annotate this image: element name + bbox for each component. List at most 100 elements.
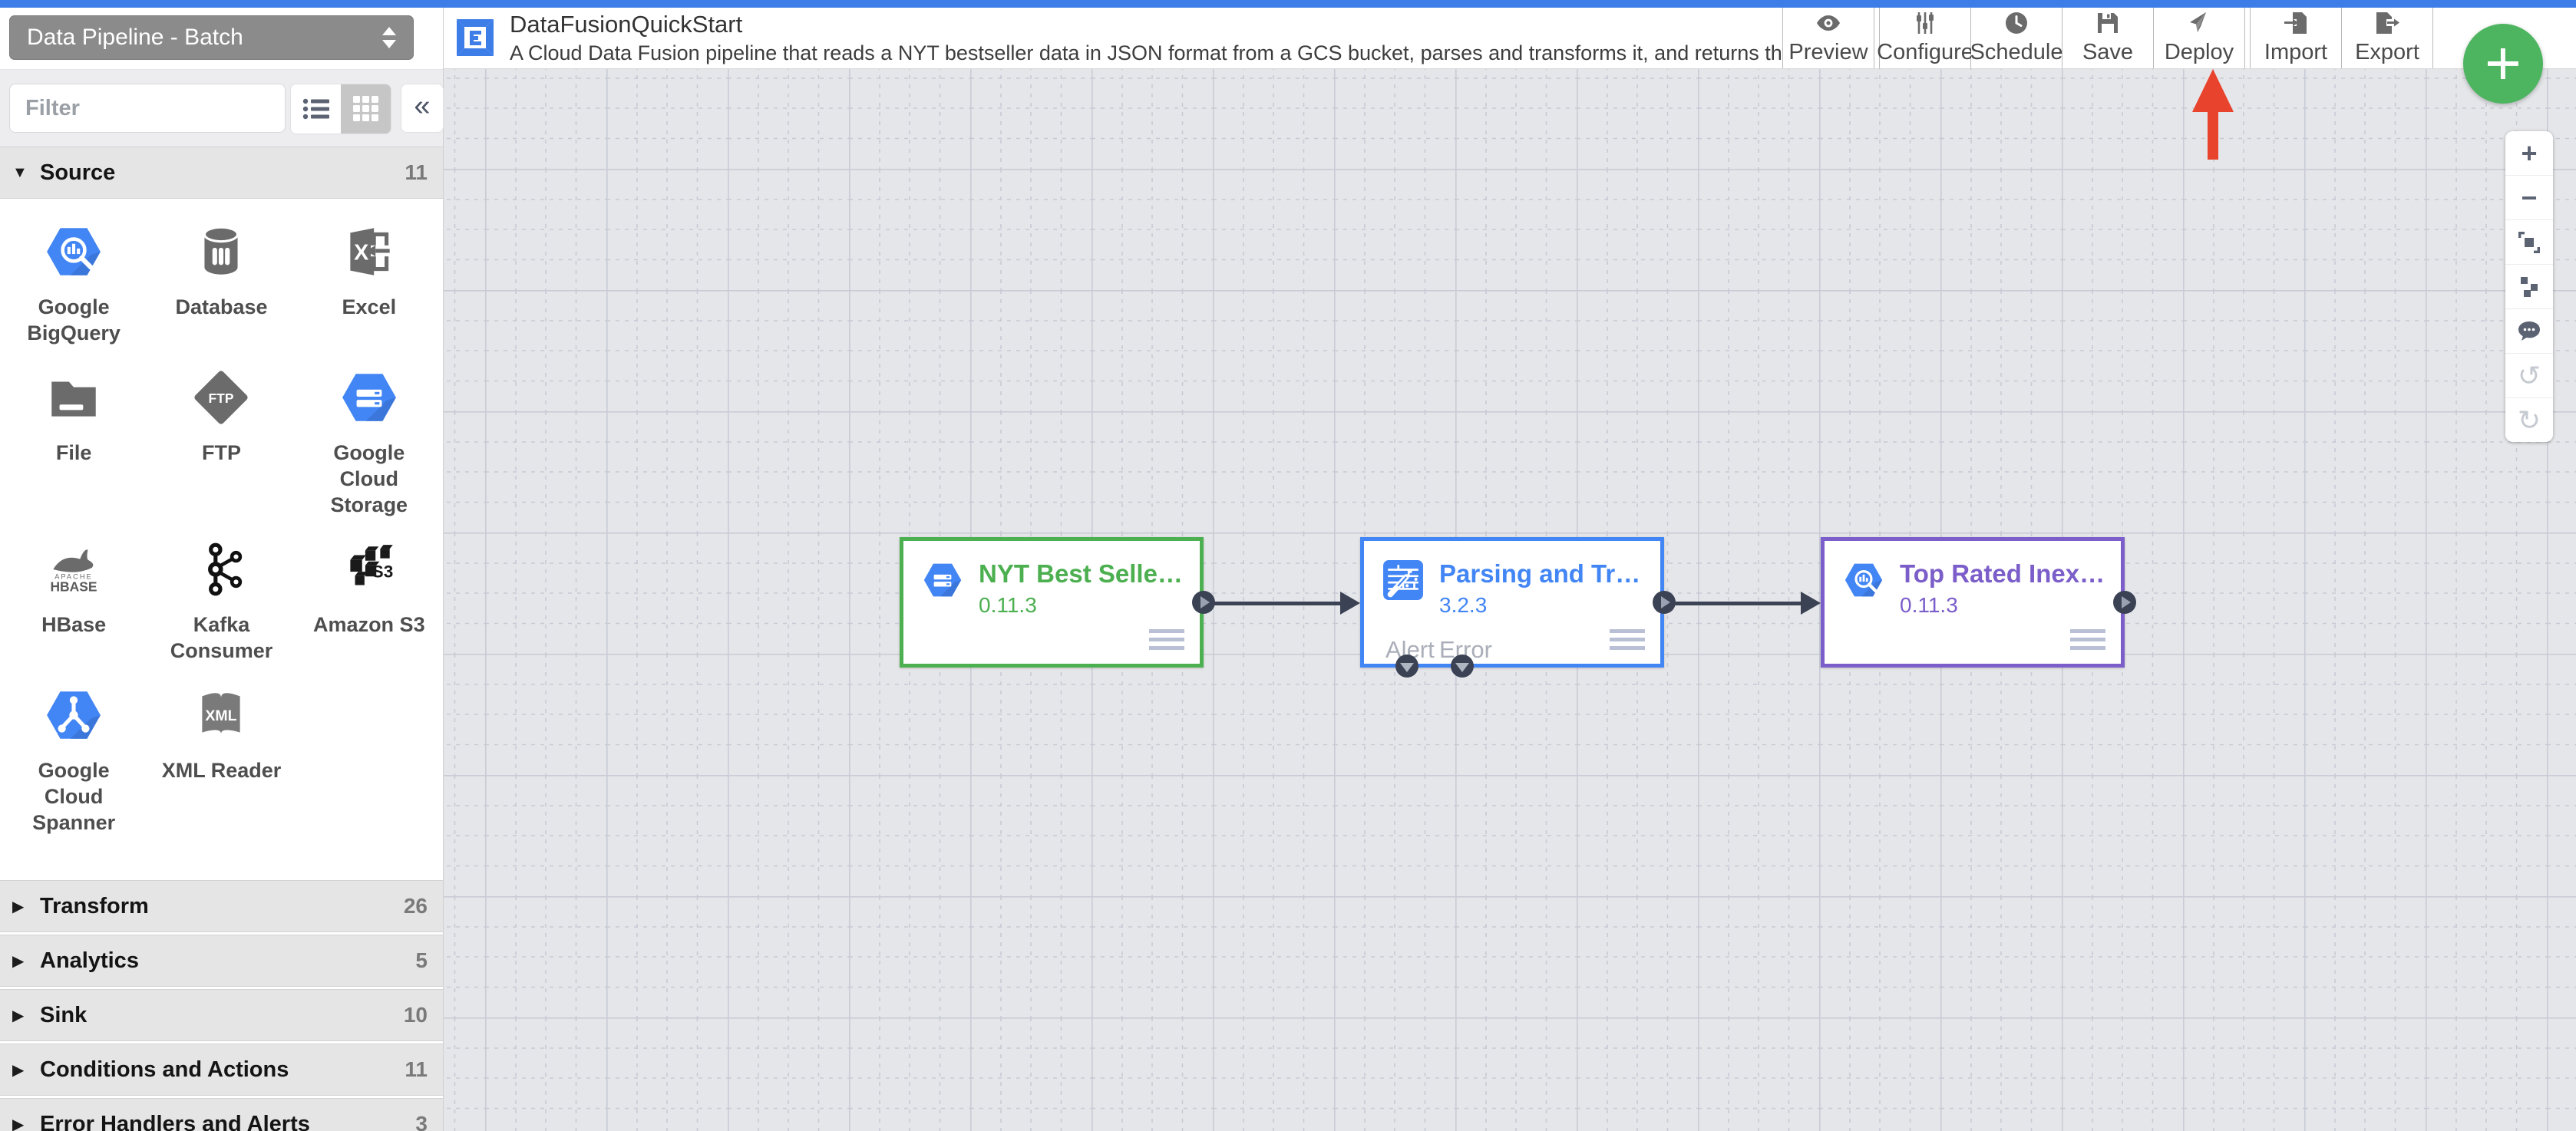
pipeline-type-select[interactable]: Data Pipeline - Batch xyxy=(9,15,414,60)
export-button[interactable]: Export xyxy=(2342,8,2433,68)
node-title: NYT Best Selle… xyxy=(979,559,1183,588)
section-label: Sink xyxy=(40,1002,88,1027)
fit-to-screen-button[interactable] xyxy=(2505,220,2553,265)
plugin-item-file[interactable]: File xyxy=(0,368,147,518)
redo-button[interactable]: ↻ xyxy=(2505,398,2553,442)
plugin-item-excel[interactable]: X Excel xyxy=(296,222,443,346)
plugin-item-amazon-s3[interactable]: S3 Amazon S3 xyxy=(296,539,443,664)
import-doc-icon xyxy=(2284,12,2307,34)
zoom-in-button[interactable]: + xyxy=(2505,131,2553,176)
node-version: 0.11.3 xyxy=(1900,593,1958,617)
node-title: Top Rated Inex… xyxy=(1900,559,2105,588)
plugin-item-xml-reader[interactable]: XML XML Reader xyxy=(147,685,295,836)
plugin-label: Kafka Consumer xyxy=(170,613,273,662)
output-port[interactable] xyxy=(1192,591,1215,614)
plugin-label: HBase xyxy=(41,613,107,636)
node-menu-button[interactable] xyxy=(1610,629,1645,650)
plugin-item-google-bigquery[interactable]: Google BigQuery xyxy=(0,222,147,346)
select-spinner-icon xyxy=(382,27,396,48)
node-version: 3.2.3 xyxy=(1439,593,1488,617)
output-port[interactable] xyxy=(1653,591,1676,614)
pipeline-description: A Cloud Data Fusion pipeline that reads … xyxy=(510,41,1953,64)
plus-icon: + xyxy=(2485,28,2522,98)
deploy-button[interactable]: Deploy xyxy=(2154,8,2245,68)
auto-align-icon xyxy=(2521,276,2538,297)
section-count: 5 xyxy=(415,948,428,972)
section-count: 3 xyxy=(415,1112,428,1131)
svg-text:X: X xyxy=(354,240,368,265)
ftp-icon: FTP xyxy=(191,368,251,427)
add-entity-button[interactable]: + xyxy=(2463,24,2543,104)
action-toolbar: Preview Configure xyxy=(1782,8,2433,68)
section-count: 10 xyxy=(403,1003,428,1027)
database-icon xyxy=(191,222,251,282)
play-icon xyxy=(1200,596,1210,608)
sidebar-section-analytics[interactable]: ▶ Analytics 5 xyxy=(0,935,443,987)
plugin-sidebar: Data Pipeline - Batch xyxy=(0,8,444,1131)
triangle-down-icon xyxy=(1400,663,1414,672)
node-nyt-best-sellers[interactable]: NYT Best Selle… 0.11.3 xyxy=(900,537,1215,668)
view-toggle xyxy=(290,84,391,134)
toolbar-separator xyxy=(2245,8,2251,68)
minus-icon: − xyxy=(2521,181,2538,213)
plugin-item-hbase[interactable]: APACHE HBASE HBase xyxy=(0,539,147,664)
fit-screen-icon xyxy=(2518,231,2540,253)
sidebar-header: Data Pipeline - Batch xyxy=(0,8,443,69)
save-button[interactable]: Save xyxy=(2062,8,2154,68)
configure-button[interactable]: Configure xyxy=(1877,8,1973,68)
spanner-icon xyxy=(44,685,104,745)
sidebar-section-transform[interactable]: ▶ Transform 26 xyxy=(0,880,443,932)
comment-button[interactable] xyxy=(2505,309,2553,354)
import-button[interactable]: Import xyxy=(2251,8,2342,68)
alert-port[interactable] xyxy=(1395,655,1418,678)
sliders-icon xyxy=(1917,12,1934,34)
plugin-item-gcs[interactable]: Google Cloud Storage xyxy=(296,368,443,518)
node-menu-button[interactable] xyxy=(2070,629,2105,650)
node-menu-button[interactable] xyxy=(1149,629,1184,650)
clock-icon xyxy=(2006,12,2027,34)
paper-plane-icon xyxy=(2190,12,2206,32)
sidebar-section-error-handlers[interactable]: ▶ Error Handlers and Alerts 3 xyxy=(0,1098,443,1131)
auto-align-button[interactable] xyxy=(2505,265,2553,309)
connection-line xyxy=(1675,602,1801,605)
plugin-item-ftp[interactable]: FTP FTP xyxy=(147,368,295,518)
sidebar-section-source[interactable]: ▼ Source 11 xyxy=(0,147,443,199)
plugin-item-kafka-consumer[interactable]: Kafka Consumer xyxy=(147,539,295,664)
undo-button[interactable]: ↺ xyxy=(2505,354,2553,398)
list-icon xyxy=(302,98,329,120)
preview-button[interactable]: Preview xyxy=(1783,8,1874,68)
gcs-icon xyxy=(339,368,399,427)
filter-input[interactable] xyxy=(9,84,286,133)
connection-arrowhead-icon xyxy=(1340,592,1360,615)
pipeline-title: DataFusionQuickStart xyxy=(510,11,743,38)
plugin-label: Google Cloud Spanner xyxy=(32,759,116,834)
sidebar-section-conditions-and-actions[interactable]: ▶ Conditions and Actions 11 xyxy=(0,1044,443,1096)
svg-text:HBASE: HBASE xyxy=(51,579,97,595)
floppy-icon xyxy=(2098,12,2118,33)
play-icon xyxy=(1661,596,1670,608)
node-title: Parsing and Tr… xyxy=(1439,559,1641,588)
annotation-arrow-stem xyxy=(2208,110,2218,160)
grid-view-button[interactable] xyxy=(341,84,391,134)
toolbar-separator xyxy=(1874,8,1880,68)
kafka-icon xyxy=(191,539,251,599)
schedule-button[interactable]: Schedule xyxy=(1970,8,2062,68)
plugin-item-database[interactable]: Database xyxy=(147,222,295,346)
plugin-item-cloud-spanner[interactable]: Google Cloud Spanner xyxy=(0,685,147,836)
error-port[interactable] xyxy=(1451,655,1474,678)
caret-right-icon: ▶ xyxy=(12,1007,25,1024)
output-port[interactable] xyxy=(2113,591,2136,614)
bigquery-icon xyxy=(44,222,104,282)
collapse-icon: « xyxy=(414,89,431,122)
caret-right-icon: ▶ xyxy=(12,952,25,970)
node-parsing-and-transform[interactable]: Parsing and Tr… 3.2.3 Alert Error xyxy=(1360,537,1676,678)
section-count: 11 xyxy=(405,1057,428,1081)
caret-down-icon: ▼ xyxy=(12,163,28,181)
zoom-out-button[interactable]: − xyxy=(2505,176,2553,220)
pipeline-canvas[interactable]: NYT Best Selle… 0.11.3 Parsing and Tr… 3 xyxy=(444,69,2576,1131)
node-top-rated-inexpensive[interactable]: Top Rated Inex… 0.11.3 xyxy=(1821,537,2136,668)
sidebar-section-sink[interactable]: ▶ Sink 10 xyxy=(0,989,443,1041)
collapse-panel-button[interactable]: « xyxy=(401,84,444,133)
wrangler-icon xyxy=(1383,560,1423,600)
list-view-button[interactable] xyxy=(291,84,341,134)
